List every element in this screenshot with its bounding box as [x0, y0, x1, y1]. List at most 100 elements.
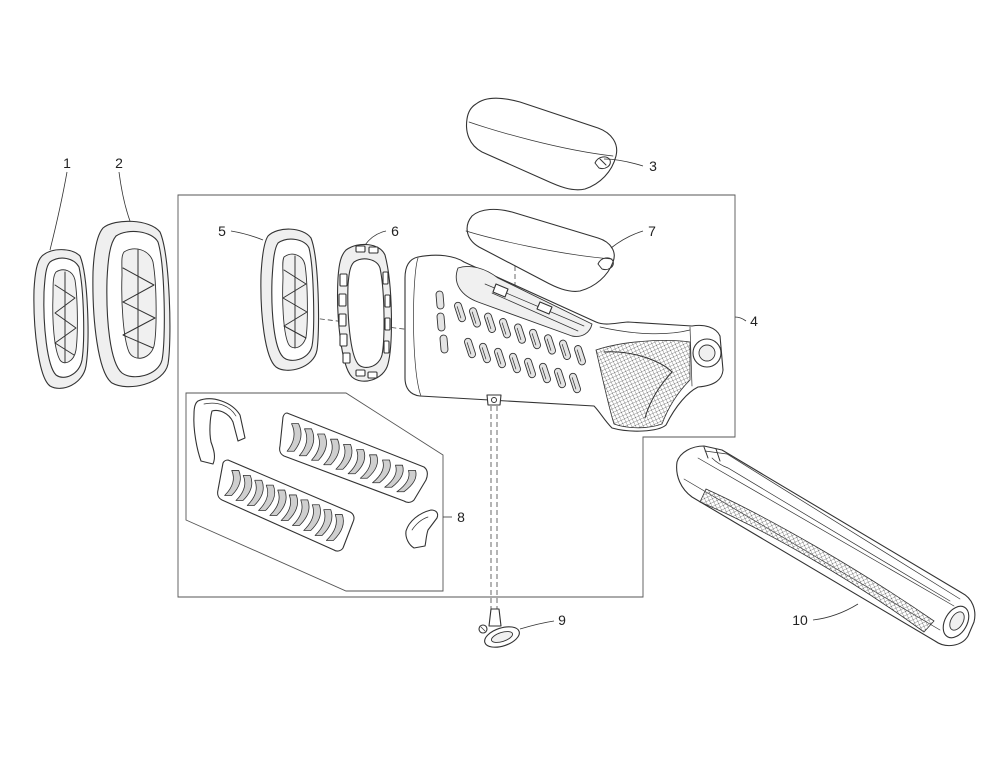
spacer-window: [339, 333, 348, 347]
cheekpiece-7-crest: [465, 230, 613, 260]
leader-7: [610, 230, 644, 249]
rib: [292, 499, 310, 526]
stock-swivel-stud: [486, 394, 502, 406]
stock-slot-depth: [501, 322, 507, 335]
callout-3: 3: [649, 158, 657, 174]
spacer-window: [342, 352, 351, 364]
rib: [396, 470, 417, 493]
spacer-window: [384, 317, 391, 331]
callout-6: 6: [391, 223, 399, 239]
stock-slot-depth: [496, 352, 502, 365]
spacer-window: [382, 271, 389, 285]
callout-2: 2: [115, 155, 123, 171]
cheek-adjuster-block: [536, 301, 553, 315]
forend-channel: [697, 457, 955, 607]
leader-4: [734, 316, 747, 322]
forend-end-bore: [949, 611, 965, 631]
cheekpiece-3-crest: [468, 121, 614, 157]
cheekpiece-7-body: [466, 208, 615, 292]
cheekpiece-7: [465, 208, 615, 292]
stock-cheek-recess: [455, 266, 593, 337]
leader-6: [364, 230, 387, 246]
rib: [325, 514, 344, 541]
swivel-screw-slot: [480, 626, 486, 632]
rib: [298, 428, 315, 457]
stock-slot-depth: [456, 306, 462, 319]
stock-slot-depth: [546, 338, 552, 351]
rib-strip-lower-ribs: [224, 470, 344, 541]
recoil-pad-1: [33, 249, 89, 389]
parts-group-8: [193, 398, 439, 552]
cheekpiece-7-clip: [597, 257, 614, 270]
stock-slot-depth: [481, 347, 487, 360]
rib: [280, 494, 298, 521]
forend-checkering: [699, 488, 935, 633]
rib: [303, 504, 321, 531]
group-8-frame: [185, 392, 444, 592]
rib: [323, 438, 340, 466]
spacer-window: [339, 273, 348, 287]
callout-5: 5: [218, 223, 226, 239]
rib-strip-upper: [279, 412, 428, 503]
spacer-window: [338, 293, 347, 307]
stock-slots: [435, 290, 586, 394]
rib: [335, 444, 353, 470]
stock-slot-depth: [561, 344, 567, 357]
rib: [224, 470, 241, 496]
leader-9: [519, 620, 555, 630]
stock-slot-depth: [511, 357, 517, 370]
callout-7: 7: [648, 223, 656, 239]
rib: [359, 454, 378, 479]
stock-slot-depth: [486, 317, 492, 330]
group-4-frame: [177, 194, 736, 598]
recoil-pad-5: [260, 228, 320, 371]
callout-4: 4: [750, 313, 758, 329]
forend-outline: [676, 445, 976, 647]
spacer-window: [383, 340, 390, 354]
rib: [384, 464, 404, 488]
stock-slot-depth: [541, 367, 547, 380]
pad-1-ribs: [54, 271, 77, 363]
rib: [246, 479, 264, 506]
spacer-6-inner: [347, 258, 385, 368]
stock-butt-edge: [413, 257, 422, 397]
cheekpiece-3: [465, 97, 618, 191]
recoil-pad-2: [92, 220, 171, 388]
rib: [311, 433, 327, 461]
spacer-window: [338, 313, 347, 327]
spacer-window: [367, 371, 378, 379]
rib-clip-small-edge: [411, 516, 429, 531]
cheek-adjuster-block: [492, 283, 509, 298]
pad-2-ribs: [122, 249, 156, 359]
spacer-window: [384, 294, 391, 308]
spacer-window: [355, 245, 366, 253]
rib-clip-large: [193, 398, 246, 465]
cheekpiece-3-body: [465, 97, 618, 191]
rib: [314, 509, 333, 536]
stock-slot: [436, 312, 446, 332]
spacer-6: [337, 243, 392, 382]
swivel-stud: [488, 608, 502, 627]
stock-receiver-face-edge: [689, 326, 693, 387]
cheekpiece-3-clip: [594, 156, 611, 169]
stock-swivel-stud-hole: [491, 397, 497, 403]
rib: [258, 484, 276, 511]
leader-5: [230, 230, 264, 241]
stock-slot: [435, 290, 445, 310]
swivel-ring-inner: [490, 631, 514, 643]
stock-slot-depth: [531, 333, 537, 346]
stock-body: [404, 254, 724, 432]
callout-8: 8: [457, 509, 465, 525]
stock-slot-depth: [471, 311, 477, 324]
stock-grip-contour: [603, 351, 673, 419]
rib: [269, 489, 287, 516]
leader-1: [49, 171, 68, 251]
callout-10: 10: [792, 612, 808, 628]
rib-strip-upper-ribs: [286, 423, 417, 493]
stock-slot-depth: [556, 372, 562, 385]
rib: [286, 423, 302, 452]
stock-tang-line: [599, 326, 691, 335]
callout-9: 9: [558, 612, 566, 628]
sling-swivel-9: [478, 608, 520, 648]
